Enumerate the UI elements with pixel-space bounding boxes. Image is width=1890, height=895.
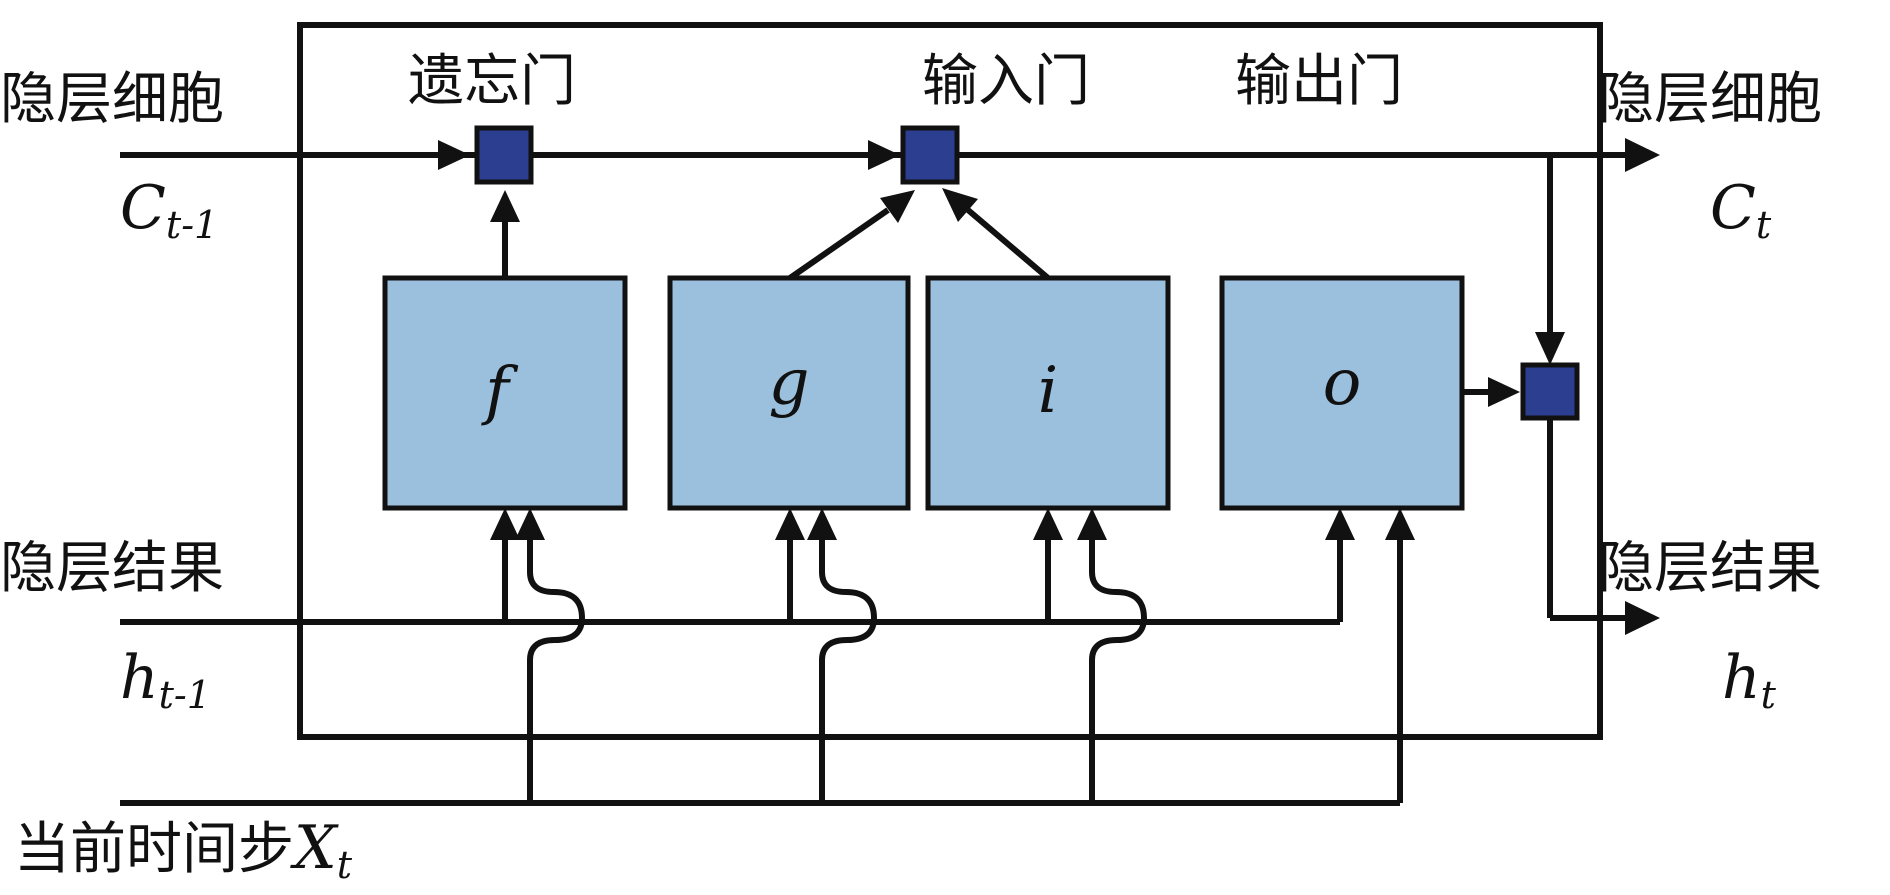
input-label-text: 当前时间步 [14, 817, 294, 882]
input-label: 当前时间步Xt [14, 813, 353, 887]
right-cell-label: 隐层细胞 [1598, 67, 1822, 132]
right-cell-symbol-sub: t [1756, 203, 1772, 247]
gate-symbol-g: g [769, 346, 810, 420]
gate-symbol-o: o [1323, 346, 1362, 420]
left-cell-symbol: Ct-1 [120, 173, 218, 247]
gate-box-g [667, 275, 911, 511]
left-hidden-symbol-sub: t-1 [159, 673, 211, 717]
input-gate-title: 输入门 [922, 49, 1090, 114]
left-cell-symbol-sub: t-1 [166, 203, 218, 247]
input-label-symbol: X [290, 813, 339, 883]
hidden-risers [490, 508, 1355, 622]
output-gate-title: 输出门 [1235, 49, 1403, 114]
arrow-g-up [880, 190, 915, 223]
left-hidden-symbol-letter: h [120, 643, 159, 713]
cell-frame [297, 22, 1603, 740]
output-multiply-node [1520, 362, 1580, 421]
right-cell-symbol: Ct [1710, 173, 1772, 247]
left-cell-symbol-letter: C [120, 173, 166, 243]
right-hidden-label: 隐层结果 [1598, 536, 1822, 601]
arrow-into-input-node [868, 140, 900, 170]
left-hidden-symbol: ht-1 [120, 643, 211, 717]
gate-box-o [1219, 275, 1465, 511]
input-label-sub: t [337, 843, 353, 887]
arrow-cell-out [1625, 138, 1660, 172]
arrow-o-to-node [1488, 377, 1520, 407]
right-hidden-symbol: ht [1722, 643, 1777, 717]
arrow-into-forget-node [438, 140, 470, 170]
i-to-input-wire [966, 207, 1050, 281]
input-multiply-node [900, 125, 960, 185]
arrow-into-output-node [1535, 332, 1565, 365]
arrow-f-up [490, 190, 520, 222]
gate-box-f [382, 275, 628, 511]
arrow-i-up [942, 188, 978, 222]
right-cell-symbol-letter: C [1710, 173, 1756, 243]
right-hidden-symbol-sub: t [1761, 673, 1777, 717]
gate-box-i [925, 275, 1171, 511]
gate-symbol-i: i [1038, 354, 1058, 428]
g-to-input-wire [788, 207, 890, 281]
right-hidden-symbol-letter: h [1722, 643, 1761, 713]
forget-gate-title: 遗忘门 [408, 49, 576, 114]
left-cell-label: 隐层细胞 [0, 67, 224, 132]
arrow-hidden-out [1625, 601, 1660, 635]
input-risers [515, 508, 1415, 803]
forget-multiply-node [474, 125, 534, 185]
left-hidden-label: 隐层结果 [0, 536, 224, 601]
